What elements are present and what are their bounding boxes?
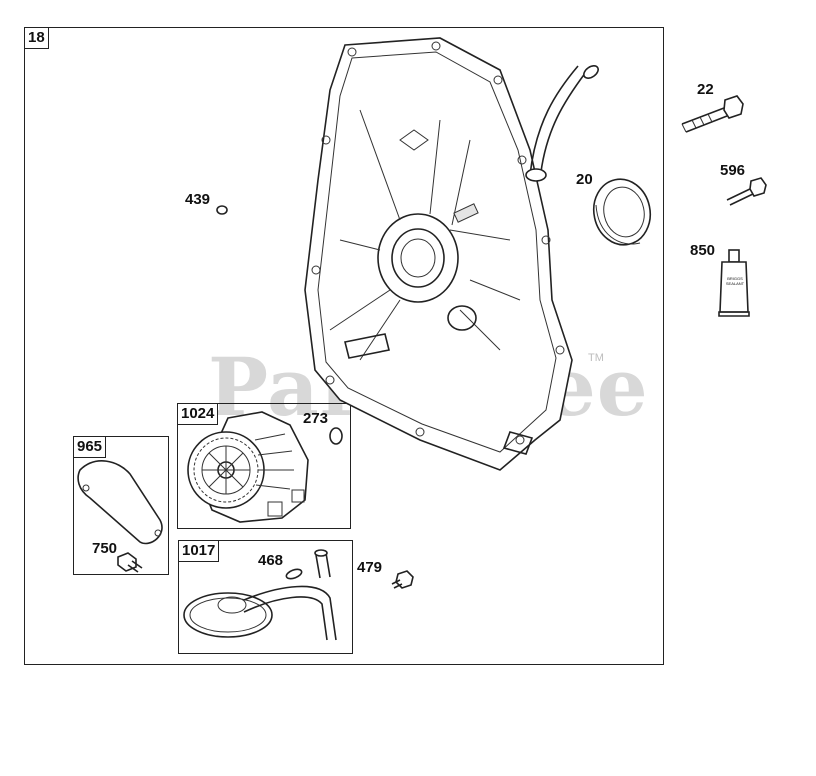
pickup-tag: 1017 bbox=[179, 541, 220, 562]
part-20-oil-seal bbox=[592, 178, 652, 246]
callout-439: 439 bbox=[185, 191, 211, 208]
part-1017-oil-pickup bbox=[183, 549, 337, 641]
callout-850: 850 bbox=[690, 242, 716, 259]
sealant-tube-label: BRIGGS SEALANT bbox=[725, 276, 745, 286]
gasket-frame: 965 bbox=[73, 436, 169, 575]
callout-20: 20 bbox=[576, 171, 593, 188]
part-22-bolt bbox=[681, 95, 744, 133]
callout-750: 750 bbox=[92, 540, 118, 557]
part-273-oring bbox=[329, 427, 343, 445]
oil-pump-frame: 1024 bbox=[177, 403, 351, 529]
callout-468: 468 bbox=[258, 552, 284, 569]
pickup-frame: 1017 bbox=[178, 540, 353, 654]
part-596-bolt bbox=[726, 177, 767, 206]
main-frame-tag: 18 bbox=[25, 28, 49, 49]
crankcase-cover-drawing bbox=[304, 37, 599, 471]
part-439-oring bbox=[216, 205, 228, 215]
callout-273: 273 bbox=[303, 410, 329, 427]
part-850-sealant-tube bbox=[718, 249, 750, 317]
gasket-tag: 965 bbox=[74, 437, 107, 458]
part-1024-oil-pump bbox=[187, 411, 309, 523]
main-frame: 18 bbox=[24, 27, 664, 665]
part-965-gasket bbox=[77, 460, 163, 545]
callout-22: 22 bbox=[697, 81, 714, 98]
part-468-oring bbox=[285, 568, 303, 580]
oil-pump-tag: 1024 bbox=[178, 404, 219, 425]
callout-596: 596 bbox=[720, 162, 746, 179]
watermark-trademark: TM bbox=[588, 352, 604, 364]
part-750-screw bbox=[117, 552, 143, 573]
callout-479: 479 bbox=[357, 559, 383, 576]
part-479-screw bbox=[391, 570, 414, 589]
